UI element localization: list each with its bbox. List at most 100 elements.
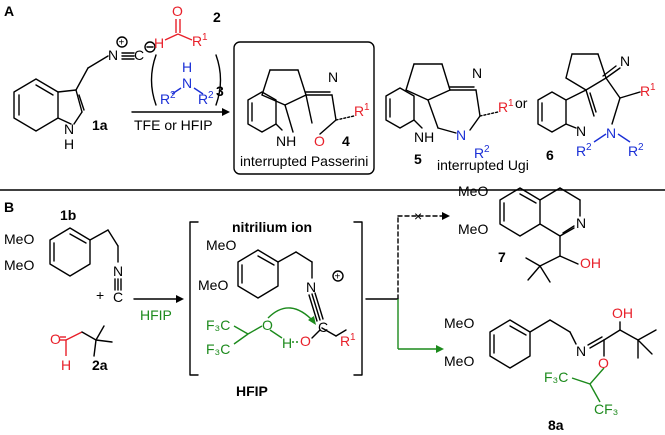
aldehyde-2a-structure [65, 325, 113, 357]
nitrilium-title: nitrilium ion [232, 219, 312, 235]
curved-arrow-icon [267, 307, 315, 323]
product-4-n-atom: N [328, 69, 338, 85]
product-5-n-top: N [472, 65, 482, 81]
passerini-box [233, 41, 375, 175]
sm-1b-meo-top: MeO [4, 231, 34, 247]
hfip-caption: HFIP [236, 383, 268, 399]
product-5-r2-sup: 2 [484, 144, 490, 155]
product-6-r2-left-sup: 2 [586, 142, 592, 153]
hfip-cf3-top: F₃C [206, 317, 230, 333]
nitrilium-charge-glyph: + [335, 272, 341, 283]
nitrilium-n-atom: N [306, 279, 316, 295]
bracket-left [189, 221, 199, 376]
passerini-caption: interrupted Passerini [240, 153, 368, 169]
nitrilium-r1: R [340, 333, 350, 349]
product-7-meo-top: MeO [458, 183, 488, 199]
aldehyde-2a-h: H [61, 357, 71, 373]
product-6-n-top: N [620, 53, 630, 69]
product-8a-o: O [598, 355, 609, 371]
product-4-o-atom: O [314, 133, 325, 149]
product-8a-n-atom: N [576, 343, 586, 359]
nitrilium-meo-top: MeO [206, 237, 236, 253]
product-4-structure [247, 69, 355, 135]
nitrilium-o-alkoxide: O [300, 333, 311, 349]
product-6-r2-left: R [576, 143, 586, 159]
nitrilium-r1-sup: 1 [350, 332, 356, 343]
arrow-head-b-icon [176, 295, 184, 303]
sm-1a-number: 1a [92, 117, 108, 133]
product-5-r2: R [474, 145, 484, 161]
aldehyde-2a-o: O [50, 331, 61, 347]
product-4-number: 4 [342, 133, 350, 149]
product-7-number: 7 [498, 249, 506, 265]
panel-a-label: A [4, 3, 14, 19]
plus-sign: + [96, 287, 104, 303]
product-8a-meo-top: MeO [444, 315, 474, 331]
amine-r2-left-sup: 2 [170, 90, 176, 101]
product-5-nh-atom: NH [414, 129, 434, 145]
product-6-r2-right: R [628, 143, 638, 159]
hfip-structure [233, 325, 283, 345]
amine-h-atom: H [182, 59, 192, 75]
blocked-cross-icon: × [414, 208, 422, 224]
product-7-oh: OH [580, 255, 601, 271]
aldehyde-h-atom: H [154, 35, 164, 51]
hfip-h-atom: H [282, 335, 292, 351]
charge-minus-icon [144, 41, 156, 53]
product-8a-structure [489, 319, 657, 403]
solvent-label: TFE or HFIP [134, 117, 213, 133]
sm-1b-number: 1b [60, 207, 76, 223]
nitrilium-structure [237, 249, 347, 339]
hfip-o-atom: O [262, 317, 273, 333]
nitrilium-meo-bottom: MeO [198, 277, 228, 293]
sm-1b-c-atom: C [113, 289, 123, 305]
product-8a-meo-bottom: MeO [444, 353, 474, 369]
bracket-right [353, 221, 363, 376]
arrow-head-a-icon [222, 108, 230, 116]
curved-arrow-head-icon [308, 316, 316, 325]
product-7-n-atom: N [576, 215, 586, 231]
amine-n-atom: N [182, 75, 192, 91]
product-5-structure [385, 63, 499, 134]
product-8a-number: 8a [548, 417, 564, 433]
amine-3-number: 3 [216, 83, 224, 99]
product-5-number: 5 [414, 151, 422, 167]
product-4-nh-atom: NH [276, 133, 296, 149]
aldehyde-2-number: 2 [213, 9, 221, 25]
product-4-r1-sup: 1 [364, 102, 370, 113]
product-6-n-indolenine: N [576, 123, 586, 139]
isocyanide-n-atom: N [108, 47, 118, 63]
indole-n-atom: N [64, 121, 74, 137]
product-6-n-blue: N [606, 125, 616, 141]
nitrilium-charge-icon [332, 270, 344, 282]
sm-1b-n-atom: N [113, 263, 123, 279]
or-text: or [515, 95, 528, 111]
product-8a-oh: OH [612, 305, 633, 321]
product-6-r2-right-sup: 2 [638, 142, 644, 153]
product-7-meo-bottom: MeO [458, 221, 488, 237]
hfip-arrow-label: HFIP [140, 307, 172, 323]
aldehyde-o-atom: O [172, 3, 183, 19]
blocked-arrow-head-icon [442, 212, 450, 220]
green-arrow-head-icon [436, 345, 444, 353]
product-8a-cf3-left: F₃C [544, 369, 568, 385]
indole-h-atom: H [64, 136, 74, 152]
product-6-structure [537, 53, 641, 133]
product-4-r1: R [354, 103, 364, 119]
panel-b-label: B [4, 199, 14, 215]
nitrilium-c-atom: C [318, 319, 328, 335]
charge-plus-icon [116, 36, 128, 48]
product-8a-cf3-right: CF₃ [594, 401, 618, 417]
charge-plus-glyph: + [119, 38, 125, 49]
sm-1b-meo-bottom: MeO [4, 257, 34, 273]
product-5-r1-sup: 1 [508, 98, 514, 109]
product-5-r1: R [498, 99, 508, 115]
product-5-n-blue: N [456, 127, 466, 143]
ugi-caption: interrupted Ugi [437, 157, 529, 173]
product-6-r1: R [640, 83, 650, 99]
aldehyde-r1: R [192, 33, 202, 49]
product-6-number: 6 [546, 147, 554, 163]
product-6-r1-sup: 1 [650, 82, 656, 93]
indole-1a [13, 55, 109, 132]
